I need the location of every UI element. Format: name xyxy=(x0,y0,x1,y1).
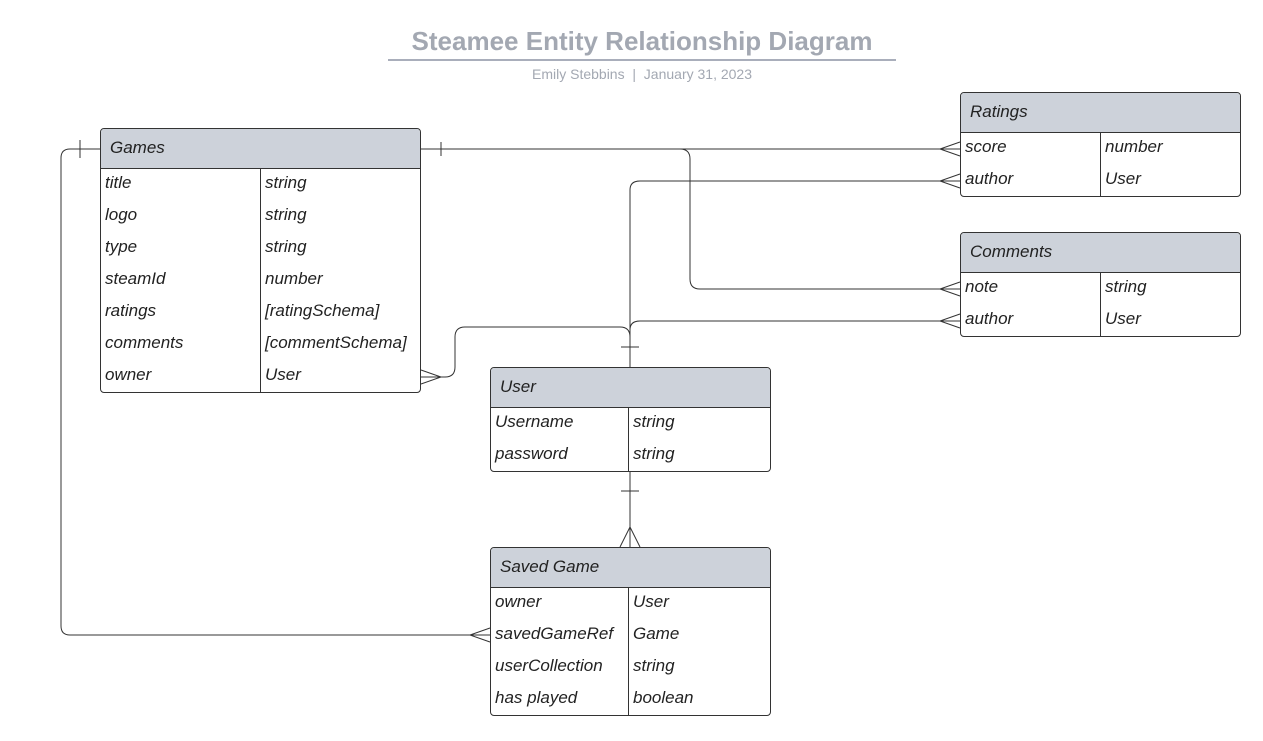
connector-user-savedgame xyxy=(619,471,641,548)
field-type: number xyxy=(265,269,323,288)
entity-field-row: type string xyxy=(101,233,420,265)
entity-field-row: has played boolean xyxy=(491,684,770,715)
field-name: owner xyxy=(105,365,152,384)
entity-field-row: logo string xyxy=(101,201,420,233)
field-name: ratings xyxy=(105,301,157,320)
entity-user-header: User xyxy=(491,368,770,408)
field-name: savedGameRef xyxy=(495,624,614,643)
entity-field-row: title string xyxy=(101,169,420,201)
field-type: string xyxy=(265,237,307,256)
entity-saved-game[interactable]: Saved Game owner User savedGameRef Game us… xyxy=(490,547,771,716)
field-name: author xyxy=(965,169,1014,188)
entity-comments[interactable]: Comments note string author User xyxy=(960,232,1241,337)
field-type: User xyxy=(265,365,301,384)
connector-user-comments-author xyxy=(629,313,961,331)
entity-field-row: password string xyxy=(491,440,770,471)
connector-games-ratings xyxy=(421,141,961,157)
entity-field-row: Username string xyxy=(491,408,770,440)
column-divider xyxy=(260,169,261,392)
field-name: type xyxy=(105,237,138,256)
entity-field-row: owner User xyxy=(491,588,770,620)
entity-field-row: note string xyxy=(961,273,1240,305)
entity-field-row: author User xyxy=(961,165,1240,196)
field-type: number xyxy=(1105,137,1163,156)
entity-comments-header: Comments xyxy=(961,233,1240,273)
entity-ratings-header: Ratings xyxy=(961,93,1240,133)
field-name: password xyxy=(495,444,568,463)
field-type: string xyxy=(633,444,675,463)
field-type: [commentSchema] xyxy=(265,333,407,352)
diagram-title: Steamee Entity Relationship Diagram xyxy=(411,26,873,56)
field-type: string xyxy=(265,173,307,192)
column-divider xyxy=(1100,133,1101,196)
field-type: string xyxy=(633,412,675,431)
field-name: note xyxy=(965,277,999,296)
field-type: string xyxy=(633,656,675,675)
field-type: User xyxy=(633,592,669,611)
column-divider xyxy=(1100,273,1101,336)
field-type: Game xyxy=(633,624,680,643)
field-type: User xyxy=(1105,309,1141,328)
field-name: score xyxy=(965,137,1007,156)
field-type: boolean xyxy=(633,688,694,707)
field-type: User xyxy=(1105,169,1141,188)
entity-field-row: owner User xyxy=(101,361,420,392)
connector-games-comments xyxy=(679,148,961,297)
author-name: Emily Stebbins xyxy=(532,66,625,82)
field-name: userCollection xyxy=(495,656,603,675)
entity-user[interactable]: User Username string password string xyxy=(490,367,771,472)
entity-ratings[interactable]: Ratings score number author User xyxy=(960,92,1241,197)
field-type: string xyxy=(265,205,307,224)
field-name: has played xyxy=(495,688,578,707)
subtitle-separator: | xyxy=(632,66,637,82)
entity-field-row: steamId number xyxy=(101,265,420,297)
entity-games-header: Games xyxy=(101,129,420,169)
column-divider xyxy=(628,408,629,471)
connector-user-games-owner xyxy=(420,326,639,385)
entity-field-row: author User xyxy=(961,305,1240,336)
connector-user-ratings-author xyxy=(629,173,961,367)
entity-field-row: ratings [ratingSchema] xyxy=(101,297,420,329)
entity-field-row: score number xyxy=(961,133,1240,165)
field-name: owner xyxy=(495,592,542,611)
field-name: logo xyxy=(105,205,138,224)
field-name: Username xyxy=(495,412,574,431)
diagram-date: January 31, 2023 xyxy=(643,66,752,82)
column-divider xyxy=(628,588,629,715)
entity-field-row: comments [commentSchema] xyxy=(101,329,420,361)
field-name: comments xyxy=(105,333,184,352)
field-type: [ratingSchema] xyxy=(265,301,380,320)
connector-games-savedgameref xyxy=(60,140,491,643)
diagram-subtitle: Emily Stebbins | January 31, 2023 xyxy=(388,66,896,82)
field-type: string xyxy=(1105,277,1147,296)
entity-field-row: userCollection string xyxy=(491,652,770,684)
field-name: title xyxy=(105,173,132,192)
title-underline xyxy=(388,59,896,61)
entity-field-row: savedGameRef Game xyxy=(491,620,770,652)
entity-saved-game-header: Saved Game xyxy=(491,548,770,588)
field-name: author xyxy=(965,309,1014,328)
field-name: steamId xyxy=(105,269,166,288)
